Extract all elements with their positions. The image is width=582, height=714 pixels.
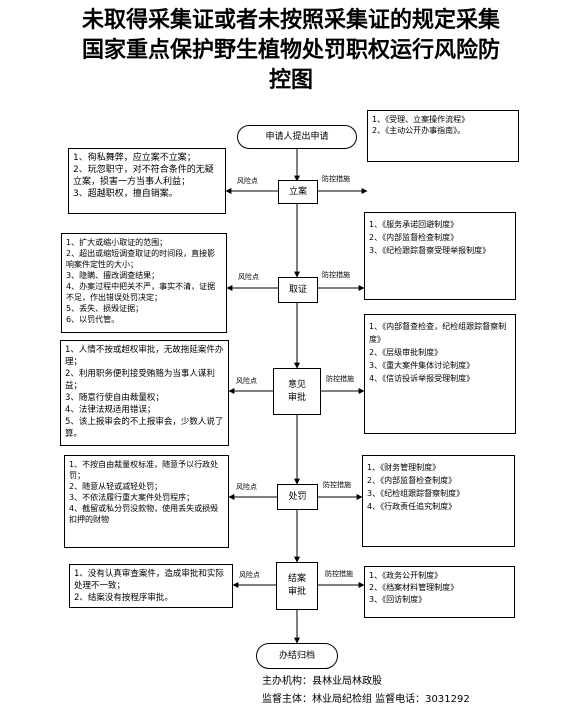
footer-host-agency: 主办机构：县林业局林政股	[262, 676, 382, 687]
control-item: 1、《服务承诺回避制度》	[369, 220, 459, 229]
step-opinion-approval: 意见 审批	[273, 368, 321, 415]
control-label-closing: 防控措施	[325, 570, 353, 578]
control-item: 3、《纪检组跟踪督察制度》	[367, 489, 465, 498]
step-opinion-line-1: 意见	[287, 379, 306, 390]
control-label-filing: 防控措施	[322, 175, 350, 183]
control-item: 1、《政务公开制度》	[369, 571, 443, 580]
risk-point-label-evidence: 风险点	[238, 273, 259, 281]
control-item: 3、《重大案件集体讨论制度》	[369, 361, 475, 370]
control-label-evidence: 防控措施	[322, 271, 350, 279]
risk-box-evidence: 1、扩大或缩小取证的范围； 2、超出或缩短调查取证的时间段，直接影响案件定性的大…	[61, 233, 227, 333]
control-item: 2、《档案材料管理制度》	[369, 583, 459, 592]
risk-item: 1、没有认真审查案件，造成审批和实际处理不一致；	[74, 569, 224, 591]
control-box-opinion: 1、《内部督查检查，纪检组跟踪督察制度》 2、《层级审批制度》 3、《重大案件集…	[364, 314, 516, 434]
control-box-filing: 1、《受理、立案操作流程》 2、《主动公开办事指南》。	[367, 110, 519, 162]
risk-item: 3、不依法履行重大案件处罚程序；	[69, 493, 195, 502]
page-title-line-3: 控图	[268, 68, 313, 93]
risk-item: 3、超越职权，擅自销案。	[73, 189, 178, 199]
risk-item: 4、法律法规适用错误；	[65, 405, 156, 415]
risk-item: 1、人情不按或超权审批，无故拖延案件办理；	[65, 345, 224, 367]
risk-point-label-closing: 风险点	[239, 571, 260, 579]
control-item: 1、《财务管理制度》	[367, 463, 441, 472]
control-item: 1、《受理、立案操作流程》	[372, 115, 470, 124]
risk-item: 1、不按自由裁量权标准，随意予以行政处罚；	[69, 460, 219, 480]
control-item: 2、《内部监督检查制度》	[367, 476, 457, 485]
control-item: 4、《行政责任追究制度》	[367, 502, 457, 511]
risk-point-label-filing: 风险点	[237, 177, 258, 185]
step-closing-line-1: 结案	[287, 574, 306, 584]
risk-item: 1、徇私舞弊，应立案不立案；	[73, 153, 196, 163]
page-title-line-2: 国家重点保护野生植物处罚职权运行风险防	[81, 38, 500, 63]
step-closing-approval: 结案 审批	[276, 562, 318, 610]
page-title-line-1: 未取得采集证或者未按照采集证的规定采集	[81, 8, 500, 33]
risk-box-closing: 1、没有认真审查案件，造成审批和实际处理不一致； 2、结案没有按程序审批。	[69, 564, 233, 608]
footer-supervisor: 监督主体：林业局纪检组 监督电话：3031292	[262, 694, 470, 705]
risk-item: 6、以罚代管。	[66, 315, 120, 324]
control-item: 3、《回访制度》	[369, 595, 427, 604]
control-item: 4、《信访投诉举报受理制度》	[369, 374, 475, 383]
risk-point-label-opinion: 风险点	[236, 377, 257, 385]
risk-item: 5、该上报审会的不上报审会，少数人说了算。	[65, 417, 224, 439]
risk-item: 3、随意行使自由裁量权；	[65, 393, 164, 403]
control-item: 1、《内部督查检查，纪检组跟踪督察制度》	[369, 322, 507, 344]
risk-item: 3、隐瞒、擅改调查结果；	[66, 271, 160, 280]
step-evidence: 取证	[278, 277, 318, 303]
control-box-penalty: 1、《财务管理制度》 2、《内部监督检查制度》 3、《纪检组跟踪督察制度》 4、…	[362, 455, 515, 547]
step-closing-line-2: 审批	[287, 587, 306, 597]
risk-item: 2、随意从轻或减轻处罚；	[69, 482, 163, 491]
step-filing: 立案	[278, 180, 318, 204]
risk-box-opinion: 1、人情不按或超权审批，无故拖延案件办理； 2、利用职务便利接受贿赂为当事人谋利…	[60, 340, 229, 446]
control-box-evidence: 1、《服务承诺回避制度》 2、《内部监督检查制度》 3、《纪检跟踪督察受理举报制…	[364, 212, 516, 300]
control-item: 2、《层级审批制度》	[369, 348, 443, 357]
risk-item: 2、超出或缩短调查取证的时间段，直接影响案件定性的大小；	[66, 249, 216, 269]
risk-item: 2、玩忽职守，对不符合条件的无疑立案，损害一方当事人利益；	[73, 165, 214, 187]
risk-item: 4、办案过程中把关不严，事实不清，证据不足，作出错误处罚决定；	[66, 282, 216, 302]
step-start-application: 申请人提出申请	[237, 125, 357, 149]
control-item: 2、《内部监督检查制度》	[369, 233, 459, 242]
control-item: 3、《纪检跟踪督察受理举报制度》	[369, 246, 491, 255]
step-opinion-line-2: 审批	[287, 392, 306, 403]
risk-item: 5、丢失、损毁证据；	[66, 304, 144, 313]
step-archive: 办结归档	[256, 643, 338, 669]
risk-point-label-penalty: 风险点	[236, 483, 257, 491]
step-penalty: 处罚	[277, 484, 318, 510]
control-box-closing: 1、《政务公开制度》 2、《档案材料管理制度》 3、《回访制度》	[364, 566, 515, 618]
risk-item: 2、结案没有按程序审批。	[74, 593, 173, 603]
risk-box-penalty: 1、不按自由裁量权标准，随意予以行政处罚； 2、随意从轻或减轻处罚； 3、不依法…	[64, 455, 229, 548]
risk-box-filing: 1、徇私舞弊，应立案不立案； 2、玩忽职守，对不符合条件的无疑立案，损害一方当事…	[68, 148, 226, 214]
risk-item: 4、截留或私分罚没款物，使用丢失或损毁扣押的财物	[69, 504, 219, 524]
control-label-opinion: 防控措施	[326, 375, 354, 383]
risk-item: 1、扩大或缩小取证的范围；	[66, 238, 168, 247]
risk-item: 2、利用职务便利接受贿赂为当事人谋利益；	[65, 369, 215, 391]
control-item: 2、《主动公开办事指南》。	[372, 126, 466, 135]
control-label-penalty: 防控措施	[323, 481, 351, 489]
